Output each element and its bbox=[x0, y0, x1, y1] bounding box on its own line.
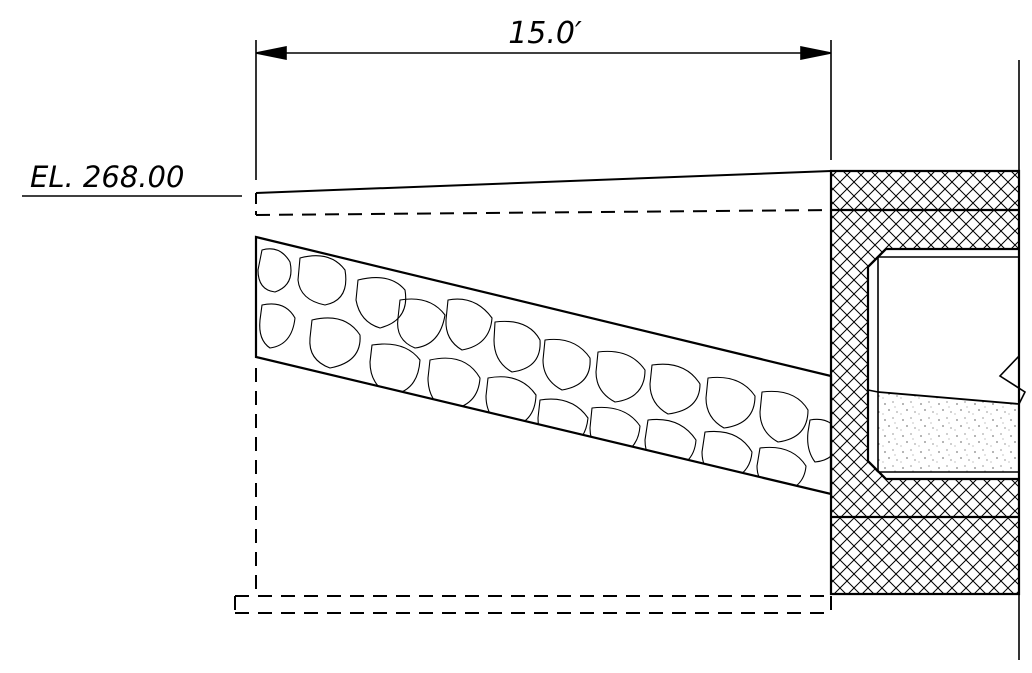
culvert-box bbox=[829, 169, 1021, 596]
dimension-arrow-left bbox=[255, 46, 287, 60]
riprap-band bbox=[254, 235, 833, 496]
dimension-line bbox=[255, 40, 832, 180]
sediment-fill bbox=[867, 389, 1020, 472]
dimension-arrow-right bbox=[800, 46, 832, 60]
elevation-label: EL. 268.00 bbox=[30, 160, 184, 194]
top-edge bbox=[255, 170, 832, 215]
hidden-lines bbox=[234, 209, 832, 614]
dimension-label: 15.0′ bbox=[508, 16, 582, 51]
break-line bbox=[998, 60, 1027, 660]
